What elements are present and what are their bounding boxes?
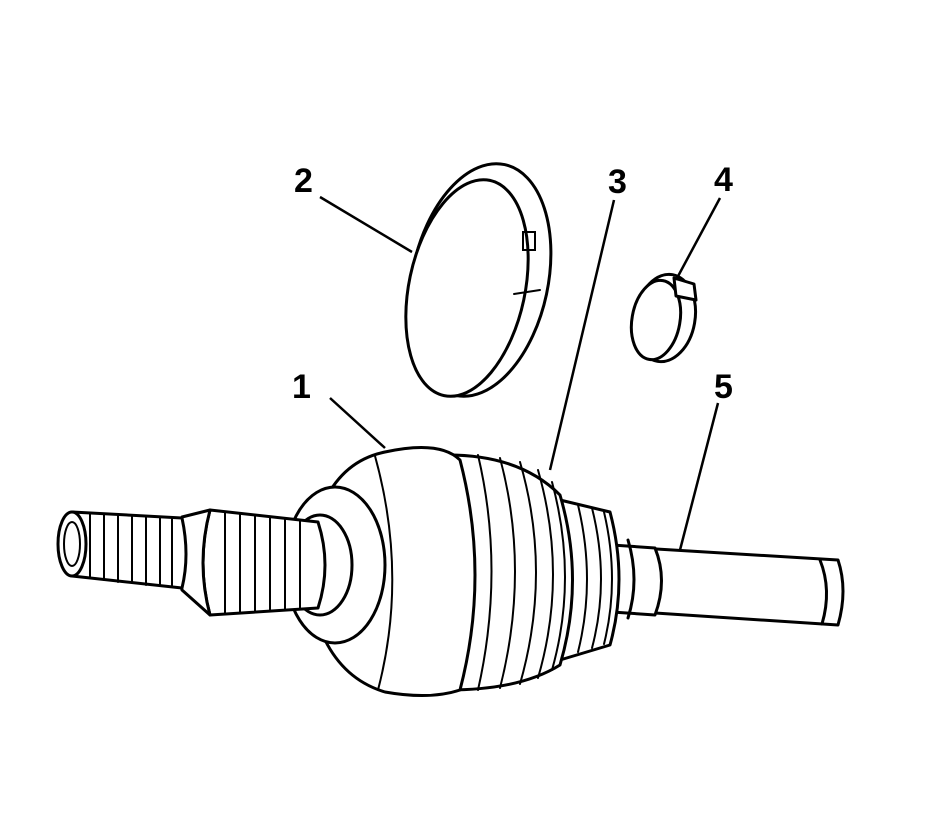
small-boot-clamp xyxy=(629,272,698,364)
axle-shaft xyxy=(604,538,845,627)
callout-3: 3 xyxy=(608,163,627,201)
leader-3 xyxy=(548,199,616,471)
stub-shaft xyxy=(56,485,387,645)
leader-4 xyxy=(674,197,722,281)
large-boot-clamp xyxy=(404,162,553,398)
leader-5 xyxy=(678,402,720,551)
callout-4: 4 xyxy=(714,161,733,199)
callout-2: 2 xyxy=(294,162,313,200)
callout-1: 1 xyxy=(292,368,311,406)
leader-2 xyxy=(319,195,413,254)
leader-lines xyxy=(319,195,722,551)
callout-5: 5 xyxy=(714,368,733,406)
leader-1 xyxy=(329,397,386,449)
